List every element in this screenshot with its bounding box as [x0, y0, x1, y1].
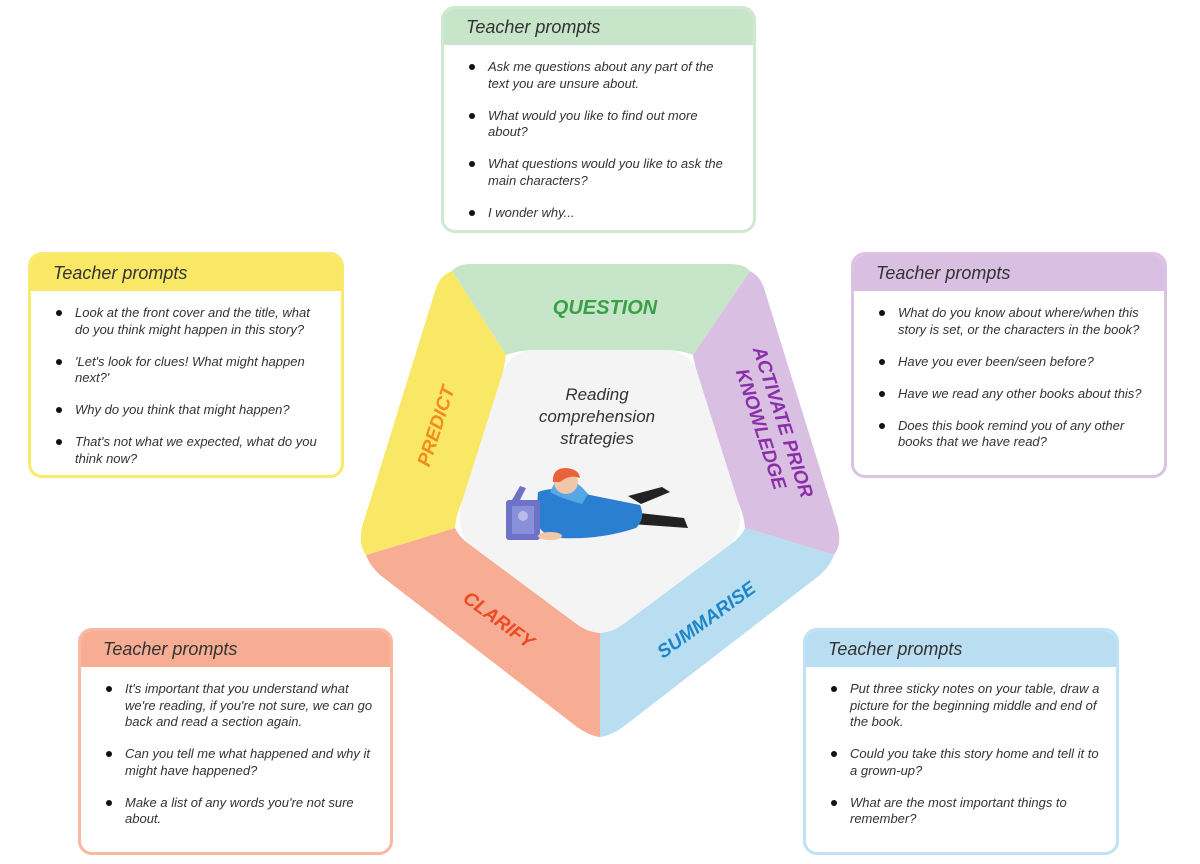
center-title: Reading comprehension strategies	[520, 384, 674, 450]
question-prompt-item: What would you like to find out more abo…	[469, 108, 737, 141]
question-prompt-item: Ask me questions about any part of the t…	[469, 59, 737, 92]
activate-prompts-list: What do you know about where/when this s…	[854, 291, 1164, 451]
activate-prompt-item: Have you ever been/seen before?	[879, 354, 1148, 371]
clarify-prompts-list: It's important that you understand what …	[81, 667, 390, 828]
question-prompts-title: Teacher prompts	[444, 9, 753, 45]
predict-prompts-title: Teacher prompts	[31, 255, 341, 291]
activate-prompt-item: What do you know about where/when this s…	[879, 305, 1148, 338]
summarise-prompts-title: Teacher prompts	[806, 631, 1116, 667]
center-pentagon	[459, 350, 741, 633]
question-segment	[452, 264, 750, 355]
summarise-prompts-list: Put three sticky notes on your table, dr…	[806, 667, 1116, 828]
clarify-prompt-item: Make a list of any words you're not sure…	[106, 795, 374, 828]
clarify-prompts-box: Teacher prompts It's important that you …	[78, 628, 393, 855]
center-title-line2: comprehension	[538, 407, 656, 426]
question-prompts-box: Teacher prompts Ask me questions about a…	[441, 6, 756, 233]
predict-prompt-item: That's not what we expected, what do you…	[56, 434, 325, 467]
activate-prompt-item: Does this book remind you of any other b…	[879, 418, 1148, 451]
predict-segment	[360, 271, 506, 555]
activate-prompt-item: Have we read any other books about this?	[879, 386, 1148, 403]
summarise-prompts-box: Teacher prompts Put three sticky notes o…	[803, 628, 1119, 855]
clarify-prompt-item: Can you tell me what happened and why it…	[106, 746, 374, 779]
summarise-segment	[600, 528, 834, 737]
predict-prompt-item: 'Let's look for clues! What might happen…	[56, 354, 325, 387]
question-prompts-list: Ask me questions about any part of the t…	[444, 45, 753, 221]
summarise-prompt-item: What are the most important things to re…	[831, 795, 1100, 828]
activate-segment	[693, 271, 840, 555]
predict-prompt-item: Why do you think that might happen?	[56, 402, 325, 419]
predict-prompts-box: Teacher prompts Look at the front cover …	[28, 252, 344, 478]
clarify-prompt-item: It's important that you understand what …	[106, 681, 373, 729]
summarise-prompt-item: Could you take this story home and tell …	[831, 746, 1099, 778]
strategies-pentagon: QUESTION ACTIVATE PRIOR KNOWLEDGE SUMMAR…	[360, 264, 840, 737]
clarify-segment	[366, 528, 600, 737]
center-title-line1: Reading	[565, 385, 629, 404]
child-reading-illustration	[506, 468, 688, 540]
center-title-line3: strategies	[560, 429, 634, 448]
summarise-prompt-item: Put three sticky notes on your table, dr…	[831, 681, 1100, 729]
activate-prompts-title: Teacher prompts	[854, 255, 1164, 291]
clarify-prompts-title: Teacher prompts	[81, 631, 390, 667]
question-prompt-item: I wonder why...	[469, 205, 737, 222]
question-label: QUESTION	[553, 297, 658, 319]
predict-prompts-list: Look at the front cover and the title, w…	[31, 291, 341, 467]
predict-prompt-item: Look at the front cover and the title, w…	[56, 305, 325, 338]
question-prompt-item: What questions would you like to ask the…	[469, 156, 737, 189]
activate-prompts-box: Teacher prompts What do you know about w…	[851, 252, 1167, 478]
